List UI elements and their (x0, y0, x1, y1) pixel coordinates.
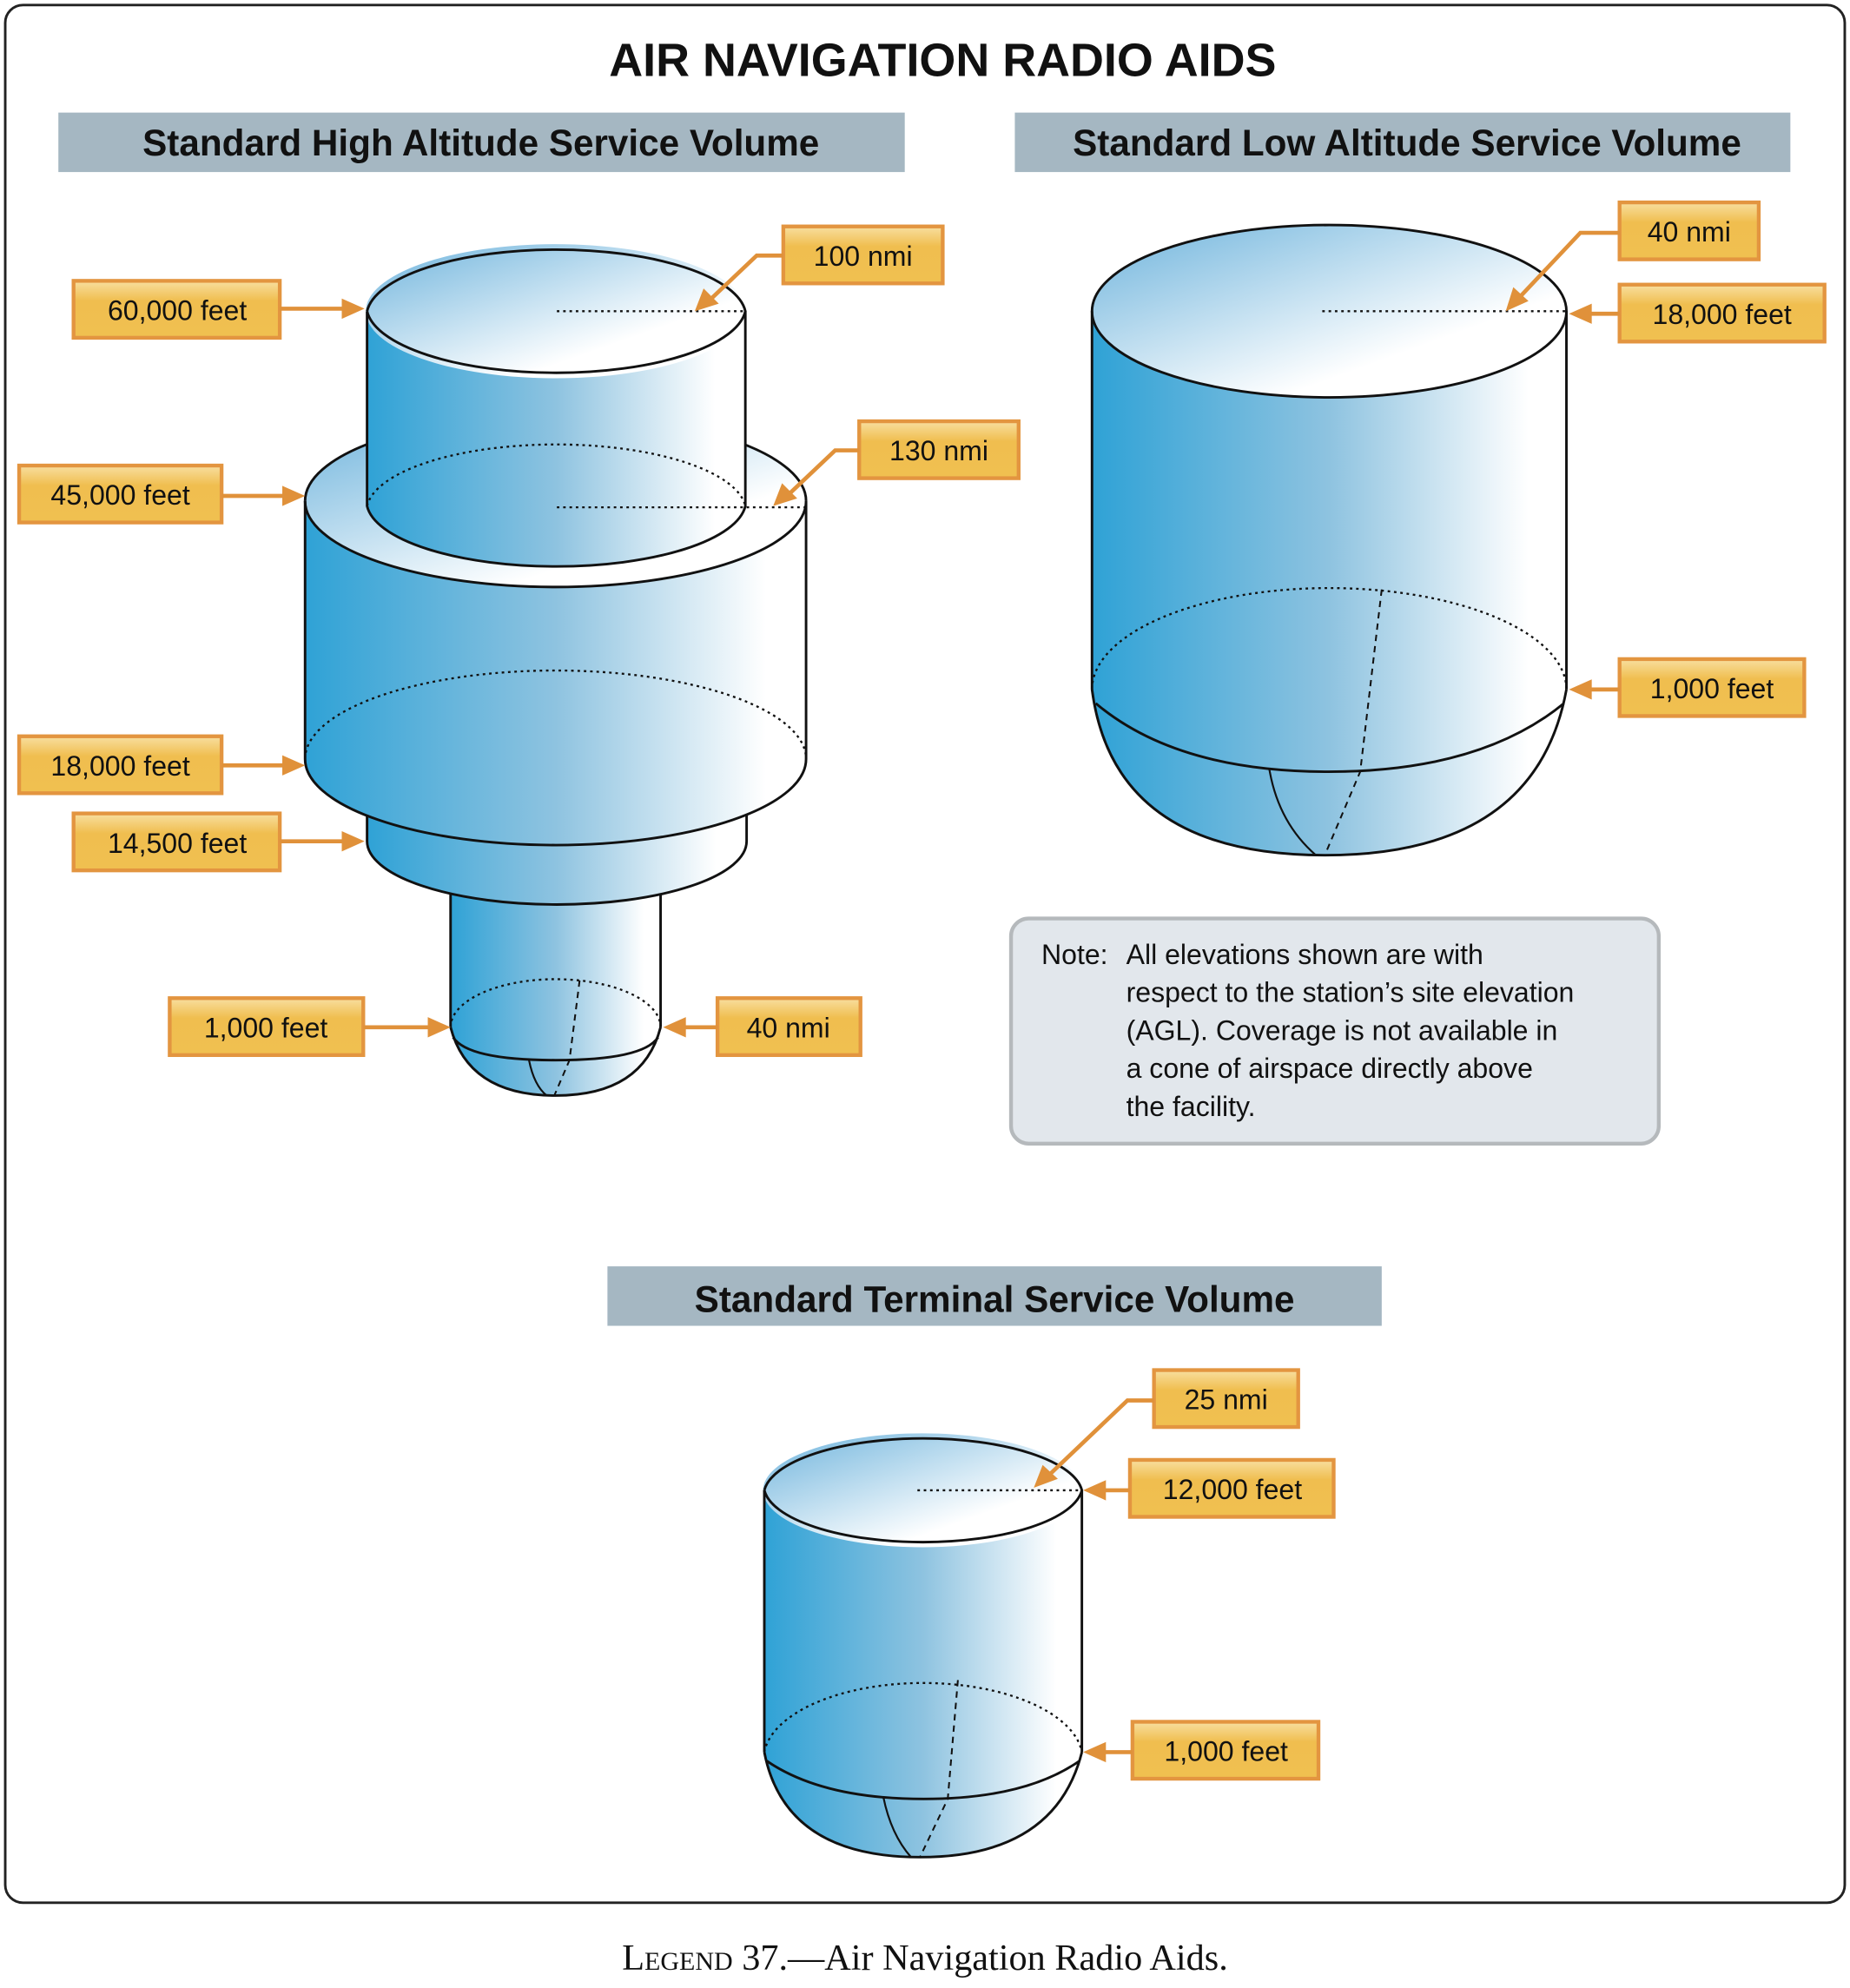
label-12000-feet: 12,000 feet (1083, 1457, 1336, 1519)
note-line: a cone of airspace directly above (1127, 1053, 1533, 1084)
label-text: 1,000 feet (1164, 1736, 1288, 1767)
low-altitude-volume (1090, 223, 1568, 857)
label-18000-feet-low: 18,000 feet (1569, 282, 1827, 344)
label-100-nmi: 100 nmi (694, 224, 945, 312)
note-line: All elevations shown are with (1127, 939, 1483, 970)
label-60000-feet: 60,000 feet (71, 279, 365, 340)
label-text: 100 nmi (814, 241, 913, 272)
label-text: 45,000 feet (50, 479, 189, 511)
terminal-section-header: Standard Terminal Service Volume (607, 1266, 1382, 1326)
label-45000-feet: 45,000 feet (17, 463, 306, 525)
note-line: the facility. (1127, 1091, 1256, 1122)
high-altitude-section-header: Standard High Altitude Service Volume (58, 112, 905, 173)
high-altitude-heading: Standard High Altitude Service Volume (142, 122, 819, 163)
label-40-nmi-low: 40 nmi (1505, 200, 1761, 312)
note-line: respect to the station’s site elevation (1127, 977, 1575, 1008)
label-text: 60,000 feet (108, 295, 247, 327)
note-box: Note: All elevations shown are with resp… (1008, 916, 1662, 1146)
label-14500-feet: 14,500 feet (71, 811, 365, 873)
label-text: 40 nmi (747, 1012, 830, 1043)
figure-caption: Legend 37.—Air Navigation Radio Aids. (622, 1938, 1228, 1978)
terminal-heading: Standard Terminal Service Volume (695, 1279, 1295, 1320)
label-40-nmi-high: 40 nmi (663, 996, 862, 1058)
label-text: 1,000 feet (1650, 673, 1774, 704)
low-altitude-section-header: Standard Low Altitude Service Volume (1014, 112, 1791, 173)
note-prefix: Note: (1041, 939, 1108, 970)
label-text: 1,000 feet (204, 1012, 328, 1043)
high-altitude-volume (303, 244, 808, 1097)
label-25-nmi: 25 nmi (1034, 1368, 1300, 1488)
label-text: 18,000 feet (50, 750, 189, 782)
figure-title: AIR NAVIGATION RADIO AIDS (609, 34, 1276, 86)
label-1000-feet-terminal: 1,000 feet (1083, 1720, 1321, 1781)
label-1000-feet-high: 1,000 feet (168, 996, 451, 1058)
terminal-volume (763, 1433, 1084, 1859)
label-text: 18,000 feet (1653, 299, 1792, 330)
label-text: 14,500 feet (108, 828, 247, 859)
note-line: (AGL). Coverage is not available in (1127, 1014, 1558, 1046)
label-text: 130 nmi (889, 435, 988, 466)
label-text: 25 nmi (1185, 1384, 1268, 1416)
label-18000-feet: 18,000 feet (17, 734, 306, 796)
label-text: 12,000 feet (1163, 1474, 1302, 1505)
label-130-nmi: 130 nmi (773, 419, 1021, 506)
label-text: 40 nmi (1648, 216, 1731, 248)
low-altitude-heading: Standard Low Altitude Service Volume (1073, 122, 1741, 163)
label-1000-feet-low: 1,000 feet (1569, 657, 1807, 718)
